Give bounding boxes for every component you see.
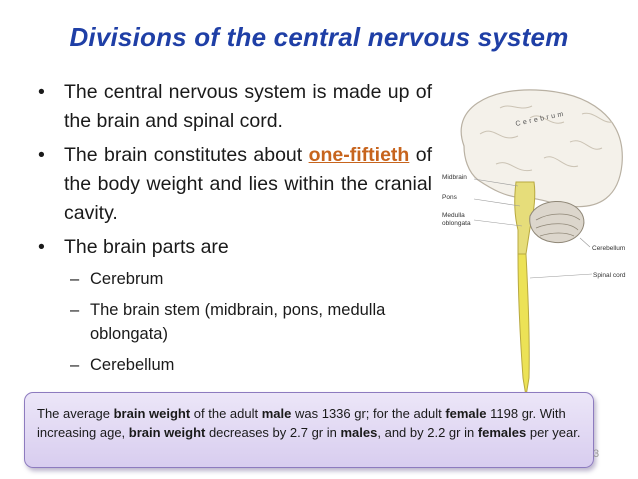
subitem-text: Cerebellum [90,356,175,374]
brain-illustration: Cerebrum Midbrain Pons Medulla oblongata… [440,78,630,408]
label-leader-lines [473,178,593,279]
callout-text: The average [37,406,114,421]
label-midbrain: Midbrain [442,174,467,181]
page-number: 3 [593,448,600,460]
callout-bold: females [477,425,527,440]
cerebellum-shape [529,201,585,244]
callout-text: 1198 gr. With increasing age, [37,406,566,440]
bullet-cns-definition: • The central nervous system is made up … [36,78,432,136]
bullet-brain-weight: • The brain constitutes about one-fiftie… [36,141,432,228]
callout-text: of the adult [190,406,262,421]
callout-bold: brain weight [113,406,191,421]
label-pons: Pons [442,194,458,201]
bullet-marker: • [38,81,45,103]
cerebrum-shape [460,89,623,208]
subitem-cerebellum: – Cerebellum [36,353,432,377]
cerebrum-gyri [479,105,613,172]
brain-diagram: Cerebrum Midbrain Pons Medulla oblongata… [442,89,626,397]
callout-bold: female [445,406,487,421]
subitem-marker: – [70,301,80,319]
subitem-brain-stem: – The brain stem (midbrain, pons, medull… [36,298,432,346]
bullet-marker: • [38,236,45,258]
slide-title: Divisions of the central nervous system [69,22,569,52]
subitem-text: The brain stem (midbrain, pons, medulla … [90,301,386,343]
callout-text: decreases by 2.7 gr in [205,425,341,440]
bullet-text-part: The brain constitutes about [64,144,309,166]
bullet-brain-parts: • The brain parts are [36,233,432,262]
label-oblongata: oblongata [442,220,471,227]
callout-text: per year. [526,425,581,440]
highlight-one-fiftieth: one-fiftieth [308,144,410,166]
label-cerebellum: Cerebellum [592,245,625,252]
cerebellum-folia [535,213,581,237]
callout-bold: males [340,425,378,440]
callout-bold: brain weight [128,425,206,440]
spinal-cord-shape [517,253,530,397]
subitem-text: Cerebrum [90,270,164,288]
bullet-list: • The central nervous system is made up … [36,78,432,384]
bullet-text: The brain parts are [64,236,229,258]
label-medulla: Medulla [442,212,465,219]
subitem-marker: – [70,356,80,374]
callout-text: was 1336 gr; for the adult [291,406,446,421]
subitem-cerebrum: – Cerebrum [36,267,432,291]
subitem-marker: – [70,270,80,288]
bullet-marker: • [38,144,45,166]
brain-weight-callout: The average brain weight of the adult ma… [24,392,594,468]
bullet-text-part: of the body weight and lies within the c… [64,144,432,224]
callout-text: , and by 2.2 gr in [377,425,478,440]
label-spinal-cord: Spinal cord [593,272,626,279]
callout-bold: male [261,406,292,421]
bullet-text: The central nervous system is made up of… [64,81,432,132]
